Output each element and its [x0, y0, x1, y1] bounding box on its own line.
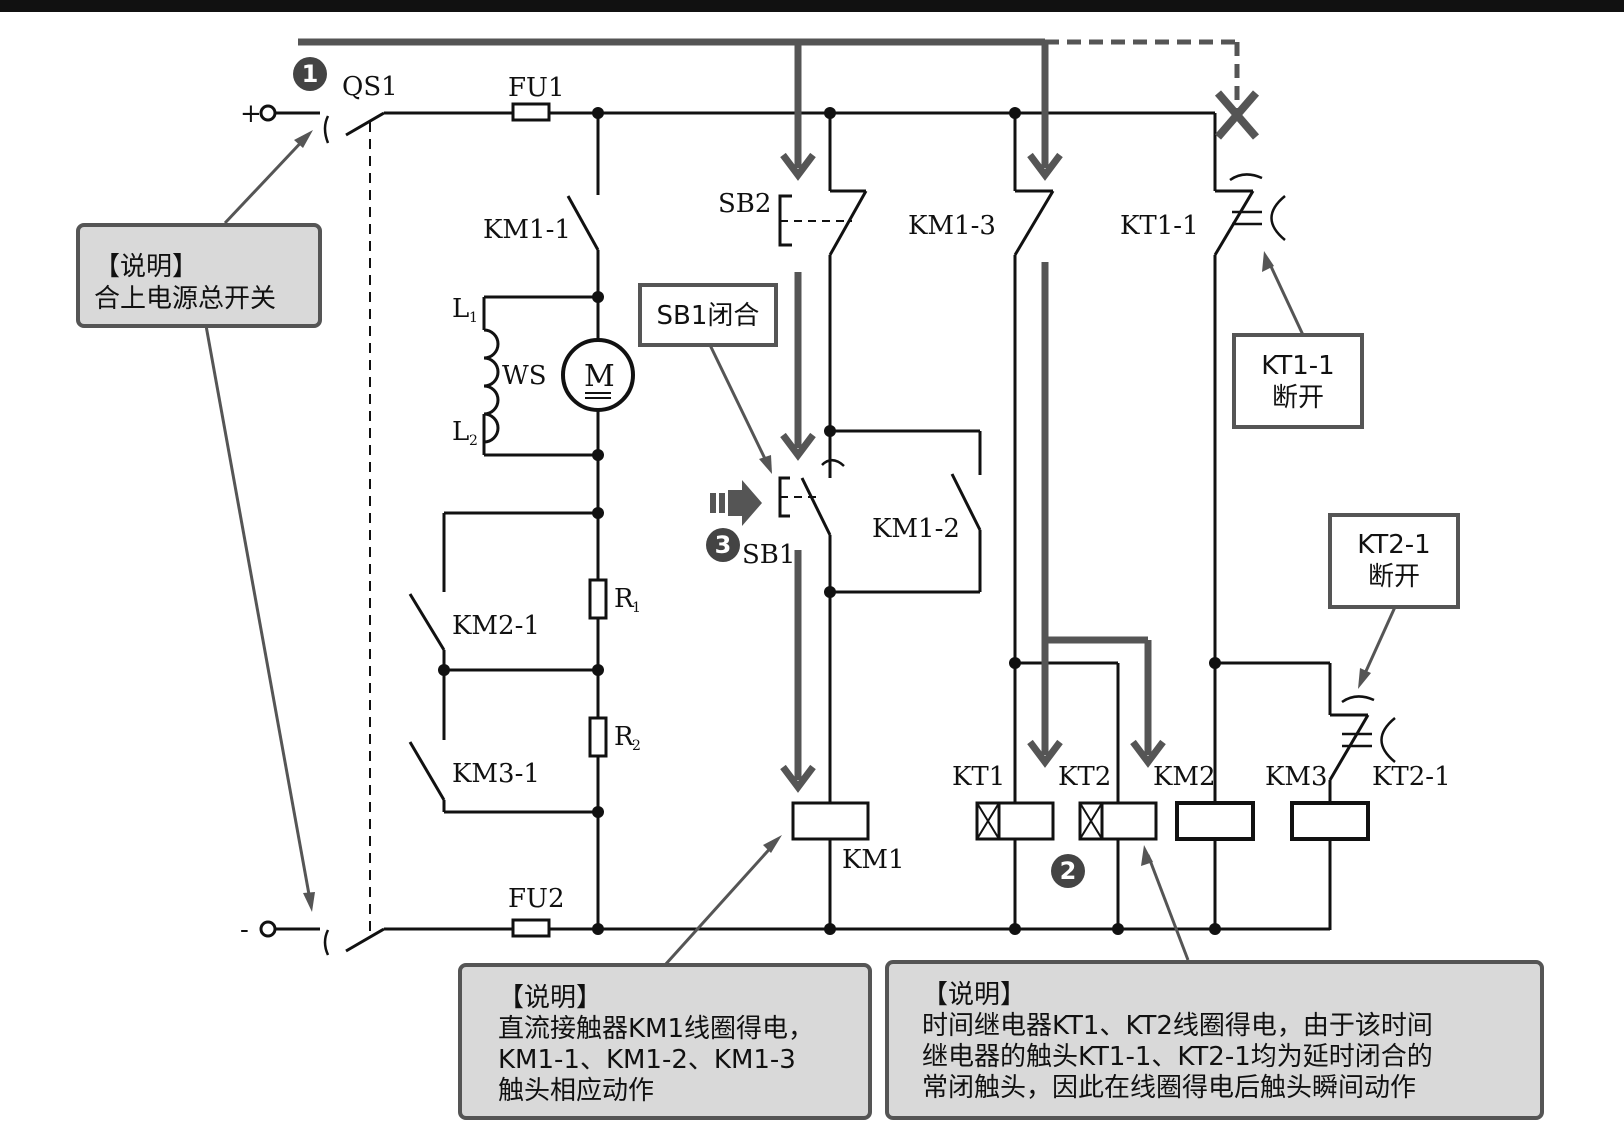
label-coil-km1: KM1	[842, 845, 905, 875]
callout-sb1-closed: SB1闭合	[638, 283, 778, 347]
label-km1-2: KM1-2	[872, 514, 960, 544]
fuse-fu1	[511, 102, 551, 122]
label-ws: WS	[502, 361, 547, 391]
kt-branch	[975, 113, 1158, 930]
coil-km2	[1175, 801, 1255, 841]
label-coil-kt1: KT1	[952, 762, 1005, 792]
flow-arrows	[298, 38, 1260, 793]
km1-branch	[778, 113, 982, 930]
note-kt-coils-line-1: 【说明】	[922, 980, 1026, 1010]
coil-km3	[1290, 801, 1370, 841]
km2-km3-branch	[1175, 113, 1396, 930]
callout-kt1-1-open-line-2: 断开	[1272, 383, 1324, 413]
note-km1-coil-line-1: 【说明】	[498, 983, 602, 1013]
callout-pointers	[203, 130, 1397, 967]
label-coil-km3: KM3	[1265, 762, 1328, 792]
note-kt-coils-line-2: 时间继电器KT1、KT2线圈得电，由于该时间	[922, 1011, 1433, 1041]
note-km1-coil-line-4: 触头相应动作	[498, 1076, 654, 1106]
label-km1-1: KM1-1	[483, 215, 571, 245]
label-sb1: SB1	[742, 540, 795, 570]
label-l2: L	[452, 417, 469, 447]
component-labels: + - QS1 FU1 FU2 KM1-1 L 1 L 2 WS M R 1 R…	[240, 72, 1451, 945]
label-coil-kt2: KT2	[1058, 762, 1111, 792]
step-badge-2-text: 2	[1060, 857, 1077, 885]
resistor-r1	[588, 578, 608, 620]
label-r2-sub: 2	[632, 738, 641, 754]
note-kt-coils-line-4: 常闭触头，因此在线圈得电后触头瞬间动作	[922, 1073, 1416, 1103]
top-rail	[259, 102, 1215, 137]
step-badge-3-text: 3	[715, 531, 732, 559]
label-qs1: QS1	[342, 72, 398, 102]
label-fu2: FU2	[508, 884, 565, 914]
callout-sb1-closed-text: SB1闭合	[657, 301, 760, 331]
bottom-rail	[259, 918, 1330, 953]
fuse-fu2	[511, 918, 551, 938]
label-r1: R	[614, 584, 635, 614]
step-badge-2: 2	[1051, 854, 1085, 888]
km1-branch-dots	[824, 107, 836, 935]
note-main-switch: 【说明】 合上电源总开关	[76, 223, 322, 328]
note-main-switch-line-2: 合上电源总开关	[94, 284, 276, 314]
label-r2: R	[614, 722, 635, 752]
label-r1-sub: 1	[632, 600, 641, 616]
note-main-switch-line-1: 【说明】	[94, 252, 198, 282]
step-badge-3: 3	[706, 528, 740, 562]
callout-kt2-1-open-line-1: KT2-1	[1357, 530, 1430, 560]
label-l2-sub: 2	[469, 433, 478, 449]
coil-km1	[791, 801, 870, 841]
label-km2-1: KM2-1	[452, 611, 540, 641]
resistor-r2	[588, 716, 608, 758]
callout-kt2-1-open: KT2-1 断开	[1328, 513, 1460, 609]
kt-branch-dots	[1009, 107, 1124, 935]
label-l1-sub: 1	[469, 310, 478, 326]
label-motor: M	[584, 359, 615, 394]
label-coil-km2: KM2	[1153, 762, 1216, 792]
callout-kt2-1-open-line-2: 断开	[1368, 562, 1420, 592]
label-l1: L	[452, 294, 469, 324]
label-kt2-1: KT2-1	[1372, 762, 1451, 792]
callout-kt1-1-open: KT1-1 断开	[1232, 333, 1364, 429]
label-km1-3: KM1-3	[908, 211, 996, 241]
label-minus: -	[240, 915, 249, 945]
step-badge-1: 1	[293, 57, 327, 91]
label-plus: +	[240, 99, 262, 129]
note-kt-coils-line-3: 继电器的触头KT1-1、KT2-1均为延时闭合的	[922, 1042, 1433, 1072]
motor-symbol	[561, 338, 635, 412]
label-sb2: SB2	[718, 189, 771, 219]
motor-branch-dots	[438, 107, 604, 935]
label-km3-1: KM3-1	[452, 759, 540, 789]
note-km1-coil-line-3: KM1-1、KM1-2、KM1-3	[498, 1045, 796, 1075]
step-badge-1-text: 1	[302, 60, 319, 88]
note-kt-coils: 【说明】 时间继电器KT1、KT2线圈得电，由于该时间 继电器的触头KT1-1、…	[885, 960, 1544, 1120]
label-fu1: FU1	[508, 73, 565, 103]
km2-km3-branch-dots	[1209, 657, 1221, 935]
top-border	[0, 0, 1624, 12]
label-kt1-1: KT1-1	[1120, 211, 1199, 241]
callout-kt1-1-open-line-1: KT1-1	[1261, 351, 1334, 381]
note-km1-coil-line-2: 直流接触器KM1线圈得电，	[498, 1014, 814, 1044]
note-km1-coil: 【说明】 直流接触器KM1线圈得电， KM1-1、KM1-2、KM1-3 触头相…	[458, 963, 872, 1120]
